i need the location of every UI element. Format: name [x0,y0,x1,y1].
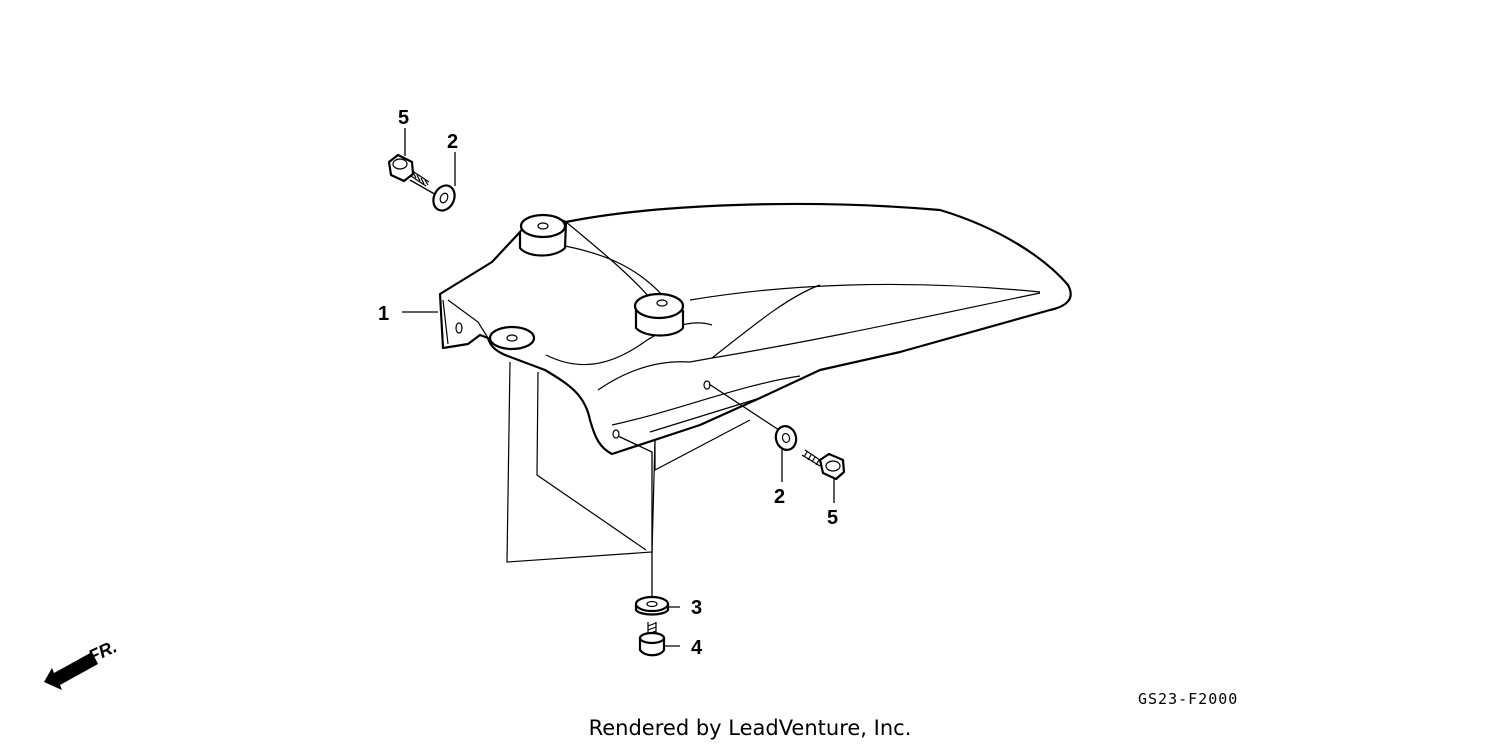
callout-2-side: 2 [774,486,785,508]
washer-lower[interactable] [634,595,670,616]
front-arrow-icon [44,652,98,690]
front-direction-marker: FR. [44,636,120,690]
callout-1: 1 [378,303,389,325]
rear-fender[interactable] [438,202,1072,456]
render-credit: Rendered by LeadVenture, Inc. [588,716,912,740]
callout-5-side: 5 [827,507,838,529]
callout-4: 4 [691,637,703,659]
diagram-code: GS23-F2000 [1138,690,1239,708]
callout-3: 3 [691,597,702,619]
mud-flap [506,361,751,563]
callout-5-upper: 5 [398,107,409,129]
washer-side[interactable] [773,424,799,452]
leader-lines [402,128,835,647]
bolt-side[interactable] [801,449,846,481]
bolt-upper[interactable] [387,153,430,187]
screw-lower[interactable] [638,622,666,657]
washer-upper[interactable] [429,182,458,214]
callout-2-upper: 2 [447,131,458,153]
